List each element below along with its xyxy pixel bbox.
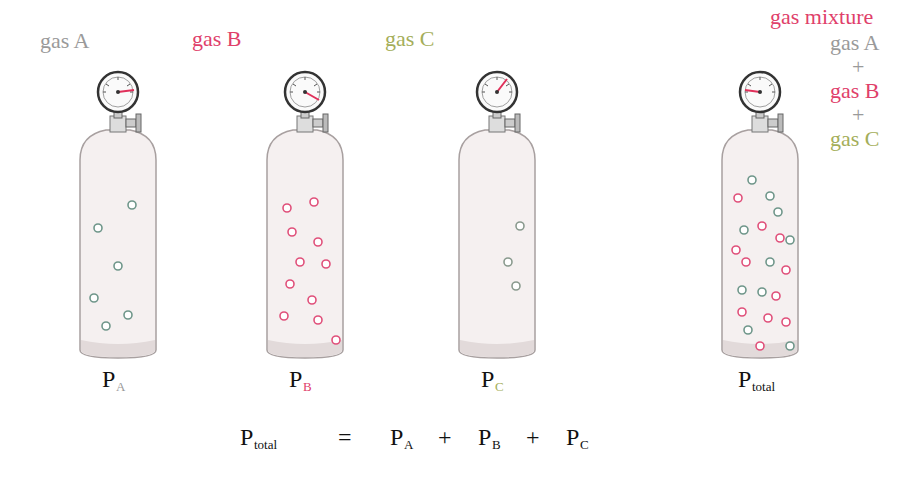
gas-label-holder: gas C <box>385 26 435 51</box>
gas-label: gas B <box>192 26 242 51</box>
equation-symbol-holder: P <box>566 424 579 452</box>
equation-symbol: P <box>566 424 579 450</box>
mixture-component-holder: gas C <box>830 126 880 151</box>
plus-sign-holder: + <box>852 102 864 127</box>
mixture-component: gas A <box>830 30 880 55</box>
gas-label-holder: gas B <box>192 26 242 51</box>
pressure-subscript-holder: C <box>495 380 504 395</box>
equation-subscript: A <box>404 437 413 452</box>
pressure-subscript-holder: B <box>303 380 312 395</box>
equation-operator: + <box>526 424 540 450</box>
equation-subscript-holder: B <box>492 438 501 453</box>
equation-operator-holder: + <box>438 424 452 452</box>
pressure-subscript: B <box>303 379 312 394</box>
plus-sign: + <box>852 54 864 79</box>
equation-subscript-holder: C <box>580 438 589 453</box>
equation-symbol-holder: P <box>240 424 253 452</box>
mixture-component: gas B <box>830 78 880 103</box>
pressure-symbol: P <box>289 366 302 392</box>
equation-symbol: P <box>390 424 403 450</box>
pressure-symbol: P <box>738 366 751 392</box>
equation-subscript: B <box>492 437 501 452</box>
mixture-title-holder: gas mixture <box>770 4 873 29</box>
pressure-subscript-holder: A <box>116 380 125 395</box>
equation-operator: = <box>338 424 352 450</box>
equation-operator-holder: + <box>526 424 540 452</box>
equation-subscript-holder: A <box>404 438 413 453</box>
mixture-component: gas C <box>830 126 880 151</box>
equation-subscript: total <box>254 437 277 452</box>
gas-label: gas C <box>385 26 435 51</box>
pressure-symbol-holder: P <box>289 366 302 394</box>
pressure-symbol-holder: P <box>481 366 494 394</box>
gas-label: gas A <box>40 28 90 53</box>
mixture-component-holder: gas B <box>830 78 880 103</box>
pressure-symbol-holder: P <box>738 366 751 394</box>
equation-symbol-holder: P <box>478 424 491 452</box>
pressure-symbol: P <box>102 366 115 392</box>
plus-sign: + <box>852 102 864 127</box>
mixture-component-holder: gas A <box>830 30 880 55</box>
pressure-subscript: total <box>752 379 775 394</box>
pressure-subscript-holder: total <box>752 380 775 395</box>
equation-symbol: P <box>478 424 491 450</box>
equation-operator-holder: = <box>338 424 352 452</box>
equation-subscript-holder: total <box>254 438 277 453</box>
equation-symbol-holder: P <box>390 424 403 452</box>
pressure-symbol: P <box>481 366 494 392</box>
pressure-subscript: A <box>116 379 125 394</box>
pressure-subscript: C <box>495 379 504 394</box>
equation-subscript: C <box>580 437 589 452</box>
equation-operator: + <box>438 424 452 450</box>
plus-sign-holder: + <box>852 54 864 79</box>
pressure-symbol-holder: P <box>102 366 115 394</box>
mixture-title: gas mixture <box>770 4 873 29</box>
equation-symbol: P <box>240 424 253 450</box>
gas-label-holder: gas A <box>40 28 90 53</box>
